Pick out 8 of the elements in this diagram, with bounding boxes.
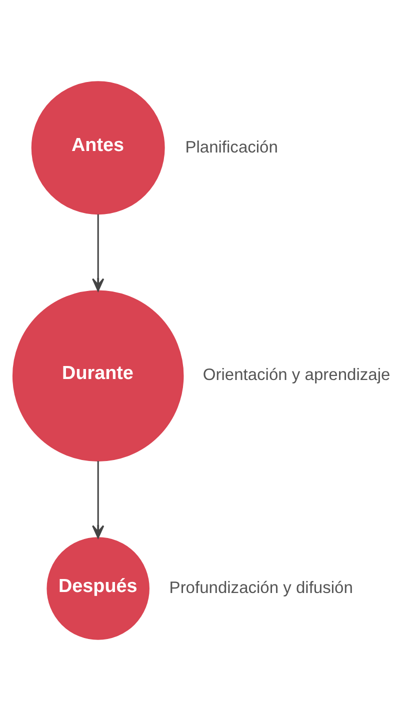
arrow <box>92 214 104 291</box>
node-circle: Después <box>46 536 150 640</box>
node-label: Profundización y difusión <box>169 577 353 596</box>
node-circle: Durante <box>12 290 184 461</box>
arrow <box>92 460 104 538</box>
node-circle: Antes <box>31 80 165 214</box>
node-label: Planificación <box>185 136 278 156</box>
node-label: Orientación y aprendizaje <box>202 364 390 384</box>
